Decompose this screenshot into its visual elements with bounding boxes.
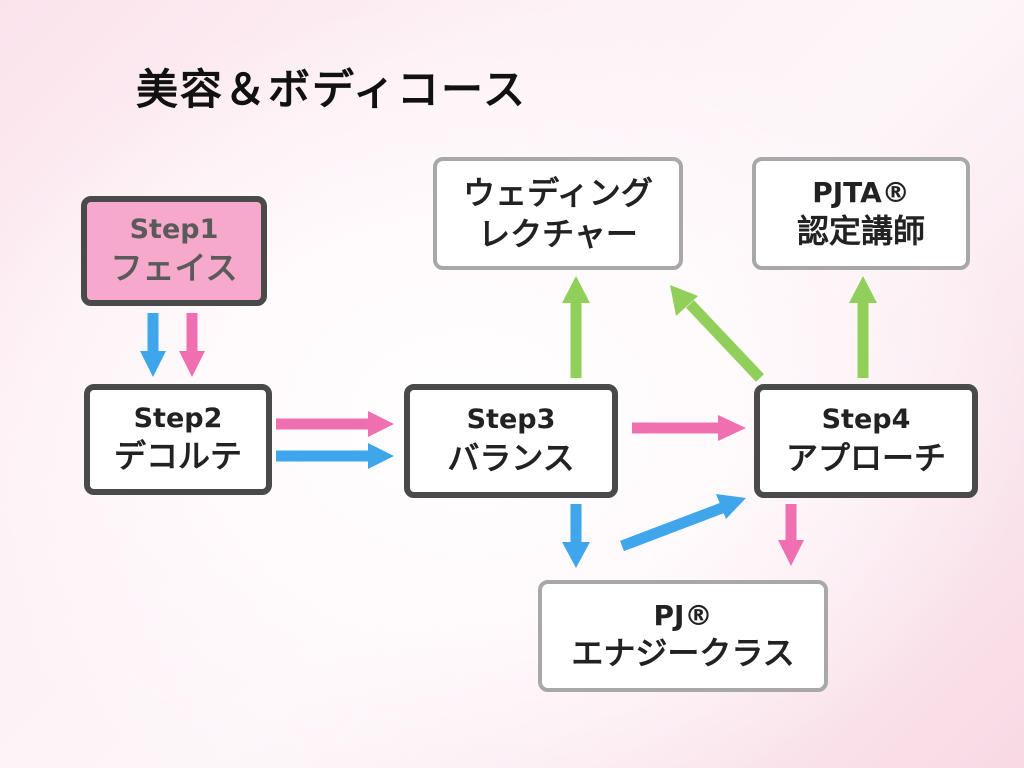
arrow-energy-to-step4-blue (620, 494, 746, 552)
node-energy-line1: PJ® (653, 598, 713, 632)
node-wedding-line2: レクチャー (478, 214, 638, 253)
node-wedding-line1: ウェディング (463, 173, 653, 212)
node-step1-step-label: Step1 (129, 214, 219, 246)
node-step2-decollete: Step2 デコルテ (84, 384, 272, 495)
node-step3-step-label: Step3 (466, 404, 556, 436)
arrow-step3-to-wedding-green (562, 276, 590, 378)
node-step4-step-label: Step4 (821, 404, 911, 436)
node-pjta-line2: 認定講師 (796, 211, 925, 250)
node-step3-balance: Step3 バランス (404, 384, 618, 498)
arrow-step4-to-wedding-green (670, 285, 764, 382)
node-pj-energy-class: PJ® エナジークラス (538, 580, 828, 692)
page-title: 美容＆ボディコース (136, 65, 527, 114)
node-wedding-lecture: ウェディング レクチャー (433, 157, 683, 270)
node-step3-name: バランス (447, 438, 575, 477)
arrow-step3-to-energy-blue (562, 504, 590, 568)
node-step1-face: Step1 フェイス (81, 196, 267, 306)
node-step4-name: アプローチ (785, 438, 946, 477)
node-step1-name: フェイス (110, 248, 238, 287)
node-pjta-certified-instructor: PJTA® 認定講師 (752, 157, 970, 270)
arrow-step4-to-pjta-green (849, 276, 877, 378)
node-step4-approach: Step4 アプローチ (754, 384, 978, 498)
node-energy-line2: エナジークラス (571, 634, 795, 673)
arrow-step2-to-step3-blue (276, 443, 394, 469)
arrow-step1-to-step2-pink (179, 313, 205, 377)
node-step2-step-label: Step2 (133, 402, 223, 434)
arrow-step3-to-step4-pink (632, 415, 746, 441)
arrow-step4-to-energy-pink (778, 504, 804, 566)
arrow-step2-to-step3-pink (276, 411, 394, 437)
node-pjta-line1: PJTA® (812, 176, 910, 210)
arrow-step1-to-step2-blue (140, 313, 166, 377)
node-step2-name: デコルテ (113, 437, 242, 476)
